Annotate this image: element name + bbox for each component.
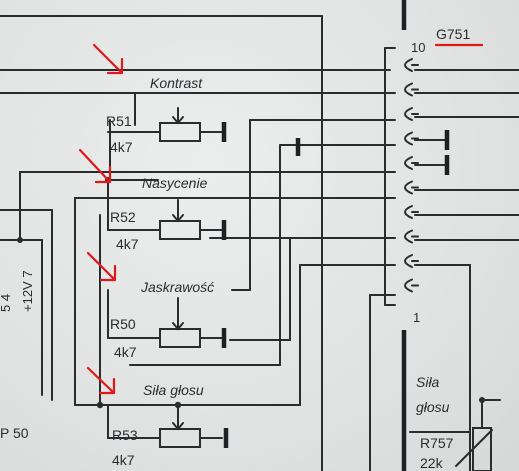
connector-contact — [404, 180, 413, 195]
label-r51-value: 4k7 — [110, 139, 133, 155]
left-board-outline — [0, 15, 323, 471]
label-r50: R50 — [110, 316, 136, 332]
label-r53-value: 4k7 — [112, 452, 135, 468]
potentiometer-r50 — [107, 289, 227, 348]
ic-p50 — [0, 239, 43, 396]
red-arrow-kontrast — [92, 43, 124, 75]
red-arrow-sila-glosu — [86, 366, 116, 395]
label-pin-1: 1 — [413, 310, 420, 325]
label-r52-value: 4k7 — [116, 236, 139, 252]
label-r52: R52 — [110, 209, 136, 225]
label-sila-glosu: Siła głosu — [143, 382, 204, 398]
label-ic-pins: 5 4 — [0, 294, 13, 312]
label-nasycenie: Nasycenie — [142, 175, 208, 191]
label-kontrast: Kontrast — [150, 75, 203, 91]
connector-contact — [404, 107, 413, 121]
connector-contact — [404, 58, 413, 72]
connector-contact — [404, 82, 413, 97]
connector-contact — [404, 205, 413, 219]
label-sila-right: Siła — [416, 374, 440, 390]
connector-contacts — [404, 58, 419, 293]
potentiometer-r53 — [107, 404, 229, 448]
label-r757-value: 22k — [420, 455, 444, 471]
label-r53: R53 — [112, 427, 138, 443]
connector-contact — [404, 278, 413, 293]
label-jaskrawosc: Jaskrawość — [140, 279, 214, 295]
potentiometer-r52 — [107, 179, 227, 240]
label-12v: +12V 7 — [20, 270, 35, 312]
label-glosu-right: głosu — [416, 399, 450, 415]
red-arrows — [78, 43, 484, 395]
bus-wires — [0, 69, 501, 471]
label-r50-value: 4k7 — [114, 344, 137, 360]
potentiometer-r51 — [107, 107, 227, 142]
connector-contact — [404, 131, 413, 146]
label-pin-10: 10 — [411, 40, 425, 55]
red-arrow-nasycenie — [78, 148, 112, 184]
label-g751: G751 — [436, 26, 470, 42]
connector-contact — [404, 156, 413, 170]
label-r51: R51 — [106, 113, 132, 129]
connector-contact — [404, 254, 413, 268]
connector-g751 — [384, 0, 519, 471]
label-r757: R757 — [420, 435, 454, 451]
red-arrow-jaskrawosc — [86, 251, 117, 282]
label-p50: P 50 — [0, 425, 29, 441]
connector-contact — [404, 229, 413, 244]
resistor-r757 — [455, 399, 493, 471]
